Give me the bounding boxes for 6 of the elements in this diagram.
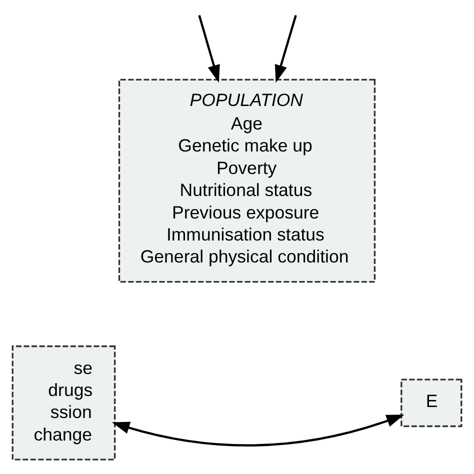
node-box: se drugs ssion change <box>12 345 116 460</box>
arrow <box>112 414 404 446</box>
node-box: E <box>400 378 462 428</box>
arrow <box>274 15 297 83</box>
node-box: POPULATION Age Genetic make up Poverty Nutritional status Previous exposure Immunisation status General physical condition <box>118 78 376 283</box>
arrow <box>198 15 220 83</box>
